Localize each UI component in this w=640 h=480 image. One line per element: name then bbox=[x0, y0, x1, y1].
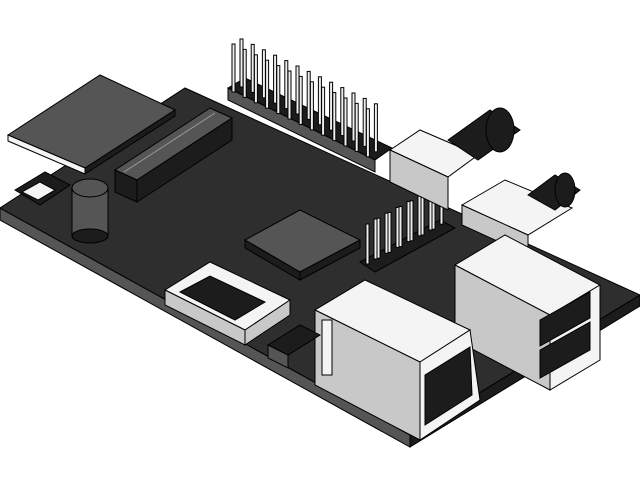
header-pin bbox=[250, 43, 255, 93]
header-pin bbox=[295, 65, 300, 115]
header-pin bbox=[298, 75, 303, 125]
header-pin bbox=[376, 217, 381, 259]
ethernet-port bbox=[313, 279, 481, 441]
header-pin bbox=[340, 87, 345, 137]
gpio-header bbox=[226, 38, 393, 173]
header-pin bbox=[343, 97, 348, 147]
header-pin bbox=[409, 200, 414, 242]
header-pin bbox=[373, 103, 378, 153]
capacitor bbox=[71, 178, 109, 244]
header-pin bbox=[265, 59, 270, 109]
header-pin bbox=[398, 206, 403, 248]
header-pin bbox=[387, 211, 392, 253]
header-pin bbox=[332, 92, 337, 142]
header-pin bbox=[362, 97, 367, 147]
header-pin bbox=[231, 43, 236, 93]
video-jack bbox=[388, 107, 521, 211]
usb-ports bbox=[453, 234, 602, 391]
hdmi-port bbox=[163, 261, 292, 346]
header-pin bbox=[287, 70, 292, 120]
soc-chip bbox=[243, 209, 362, 281]
header-pin bbox=[354, 102, 359, 152]
header-pin bbox=[239, 38, 244, 88]
header-pin bbox=[306, 70, 311, 120]
header-pin bbox=[309, 81, 314, 131]
header-pin bbox=[242, 48, 247, 98]
header-pin bbox=[365, 108, 370, 158]
header-pin bbox=[351, 92, 356, 142]
sd-card bbox=[6, 74, 177, 175]
header-pin bbox=[365, 223, 370, 265]
header-pin bbox=[317, 76, 322, 126]
camera-connector bbox=[266, 324, 322, 369]
header-pin bbox=[321, 86, 326, 136]
header-pin bbox=[420, 194, 425, 236]
header-pin bbox=[273, 54, 278, 104]
header-pin bbox=[284, 60, 289, 110]
header-pin bbox=[261, 49, 266, 99]
header-pin bbox=[329, 81, 334, 131]
ribbon-connector bbox=[113, 107, 234, 203]
header-pin bbox=[253, 54, 258, 104]
micro-usb-port bbox=[14, 171, 71, 206]
header-pin bbox=[276, 65, 281, 115]
